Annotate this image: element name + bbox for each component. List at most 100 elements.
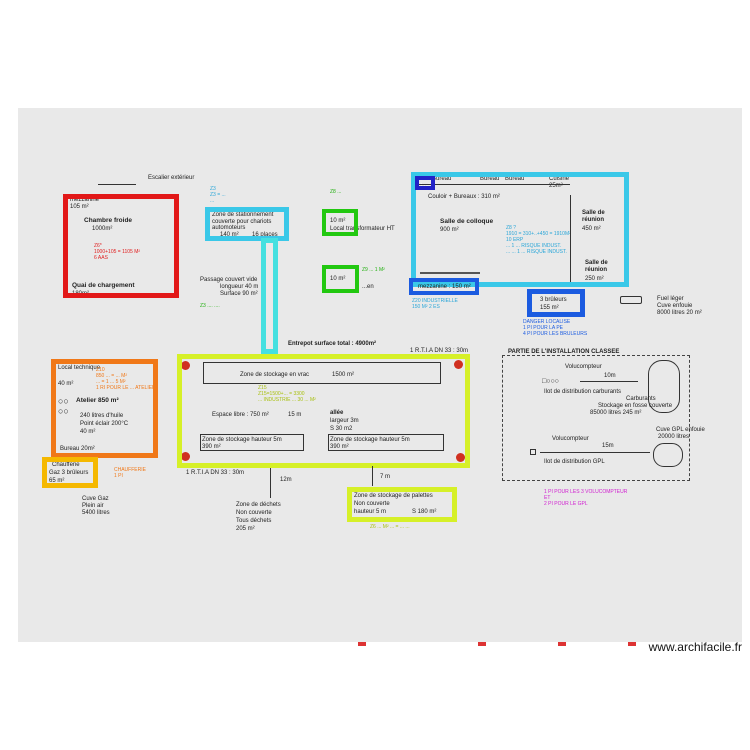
office-note-4: ... 1 ... RISQUE INDUST. [506, 243, 562, 249]
atelier-huile: 240 litres d'huile [80, 413, 124, 419]
passage-surface: Surface 90 m² [220, 291, 258, 297]
zone-atelier-frame [51, 359, 158, 458]
zone-small-office-frame [415, 176, 435, 190]
atelier-area: 40 m² [80, 429, 96, 435]
allee-largeur: largeur 3m [330, 418, 359, 424]
palettes-hauteur: hauteur 5 m [354, 509, 387, 515]
zone-5m-2-label: Zone de stockage hauteur 5m [330, 437, 410, 443]
zone-vrac-box [203, 362, 441, 384]
parking-area: 140 m² [220, 232, 239, 238]
zone-red-frame [63, 194, 179, 298]
cuve-gaz-litres: 5400 litres [82, 510, 110, 516]
bruleurs-area: 155 m² [540, 305, 559, 311]
edge-mark [478, 642, 486, 646]
palettes-dist: 7 m [380, 474, 391, 480]
mezzanine-area: 105 m² [70, 204, 89, 210]
carburant-pipe [580, 381, 638, 382]
chaufferie-note-1: CHAUFFERIE [114, 467, 146, 473]
zone-5m-2-area: 390 m² [330, 444, 349, 450]
classee-dist-15: 15m [602, 443, 614, 449]
passage-title: Passage couvert vide [200, 277, 258, 283]
green-note-2: Z9 ... 1 M² [362, 267, 385, 273]
passage-length: longueur 40 m [220, 284, 259, 290]
rtia-top: 1 R.T.I.A DN 33 : 30m [410, 348, 469, 354]
zone-local2-frame [322, 265, 359, 293]
magenta-note-3: 2 PI POUR LE GPL [544, 501, 588, 507]
office-cuisine: Cuisine [549, 176, 570, 182]
escalier-line [98, 184, 136, 185]
cuve-gpl-volume: 20000 litres [658, 434, 690, 440]
dechets-tous: Tous déchets [236, 518, 272, 524]
escalier-label: Escalier extérieur [148, 175, 195, 181]
chaufferie-note-2: 1 PI [114, 473, 123, 479]
parking-places: 16 places [252, 232, 278, 238]
office-stair [420, 272, 480, 274]
zone-transfo-frame [322, 209, 358, 236]
chaufferie-title: Chaufferie [52, 462, 80, 468]
local-technique: Local technique [58, 365, 101, 371]
gpl-tank [653, 443, 683, 467]
zone-vrac-label: Zone de stockage en vrac [240, 372, 310, 378]
mezzanine-label: mezzanine [70, 197, 100, 203]
allee-s30: S 30 m2 [330, 426, 353, 432]
fuel-cuve: Cuve enfouie [657, 303, 693, 309]
atelier-point-eclair: Point éclair 200°C [80, 421, 129, 427]
office-reunion-1: Salle de réunion [582, 210, 605, 223]
palettes-surface: S 180 m² [412, 509, 437, 515]
cyan-note-3: ... [210, 198, 215, 204]
machine-icons: ○○○○ [58, 396, 69, 417]
bruleurs-title: 3 brûleurs [540, 297, 567, 303]
local-2-area: 10 m² [330, 276, 346, 282]
zone-parking-frame [205, 207, 289, 241]
extinguisher-marker [454, 360, 463, 369]
local-transfo-area: 10 m² [330, 218, 346, 224]
passage-note: Z3 .... .... [200, 303, 220, 309]
zone-vrac-area: 1500 m² [332, 372, 355, 378]
local-technique-area: 40 m² [58, 381, 74, 387]
magenta-note-2: ET [544, 495, 551, 501]
extinguisher-marker [181, 452, 190, 461]
zone-entrepot-frame [177, 354, 470, 468]
office-reunion-2-area: 250 m² [585, 276, 604, 282]
gpl-pump [530, 449, 536, 455]
allee-label: allée [330, 410, 344, 416]
atelier-note-1: Z10 [96, 367, 105, 373]
carburant-tank [648, 360, 680, 413]
office-bureau-3: Bureau [505, 176, 525, 182]
entrepot-note-1: Z15 [258, 385, 267, 391]
zone-chaufferie-frame [42, 457, 98, 488]
fuel-tank [620, 296, 642, 304]
office-couloir: Couloir + Bureaux : 310 m² [428, 194, 500, 200]
red-note-3: 6 AAS [94, 255, 108, 261]
dechets-dist: 12m [280, 477, 292, 483]
office-wall-2 [570, 195, 571, 285]
pump-icons-1: □○○○ [542, 378, 559, 385]
volucompteur-1: Volucompteur [565, 364, 602, 370]
dechets-title: Zone de déchets [236, 502, 281, 508]
zone-5m-1-label: Zone de stockage hauteur 5m [202, 437, 282, 443]
zone-bruleurs-frame [527, 289, 585, 317]
magenta-note-1: 1 PI POUR LES 3 VOLUCOMPTEUR [544, 489, 628, 495]
local-transfo-label: Local transformateur HT [330, 226, 395, 232]
office-mezzanine: mezzanine : 150 m² [418, 284, 471, 290]
office-note-3: 10 ERP [506, 237, 524, 243]
palettes-note: Z6 ... M² ... = ... ... [370, 524, 410, 530]
office-cuisine-area: 25m² [549, 183, 563, 189]
mezz-note-2: 150 M² 2 ES [412, 304, 440, 310]
palettes-couverte: Non couverte [354, 501, 390, 507]
cuve-gaz-title: Cuve Gaz [82, 496, 109, 502]
office-note-1: Z8 ? [506, 225, 517, 231]
dechets-area: 205 m² [236, 526, 255, 532]
bruleurs-note-2: 1 PI POUR LA PE [523, 325, 564, 331]
espace-libre: Espace libre : 750 m² [212, 412, 269, 418]
quai-label: Quai de chargement [72, 282, 135, 289]
gpl-pipe [540, 452, 650, 453]
carburants-volume: 85000 litres 245 m² [590, 410, 642, 416]
office-bureau-1: Bureau [432, 176, 452, 182]
rtia-bottom: 1 R.T.I.A DN 33 : 30m [186, 470, 245, 476]
bruleurs-note-1: DANGER LOCALISE [523, 319, 571, 325]
entrepot-note-3: ... INDUSTRIE ... 30 ... M² [258, 397, 316, 403]
fuel-title: Fuel léger [657, 296, 684, 302]
local-2-label: ...en [362, 284, 374, 290]
watermark: www.archifacile.fr [648, 640, 742, 654]
